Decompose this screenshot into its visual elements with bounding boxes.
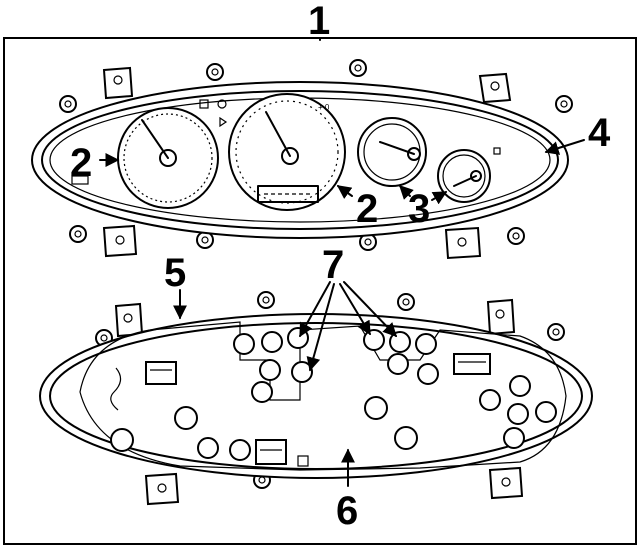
callout-1: 1: [308, 0, 330, 43]
callout-2-speedometer: 2: [70, 141, 92, 185]
callout-4: 4: [588, 111, 611, 155]
callout-2-tachometer: 2: [356, 187, 378, 231]
cluster-rear-housing: [39, 291, 593, 506]
callout-6: 6: [336, 489, 358, 533]
callout-7: 7: [322, 243, 344, 287]
temperature-gauge: [437, 149, 491, 203]
indicator-lamps: + 0: [199, 99, 501, 155]
svg-text:+ 0: + 0: [318, 103, 330, 112]
tachometer-gauge: [228, 93, 346, 211]
circuit-connectors: [110, 353, 491, 467]
fuel-gauge: [357, 117, 427, 187]
callout-3: 3: [408, 187, 430, 231]
leader-lines: [99, 37, 585, 487]
callout-5: 5: [164, 251, 186, 295]
